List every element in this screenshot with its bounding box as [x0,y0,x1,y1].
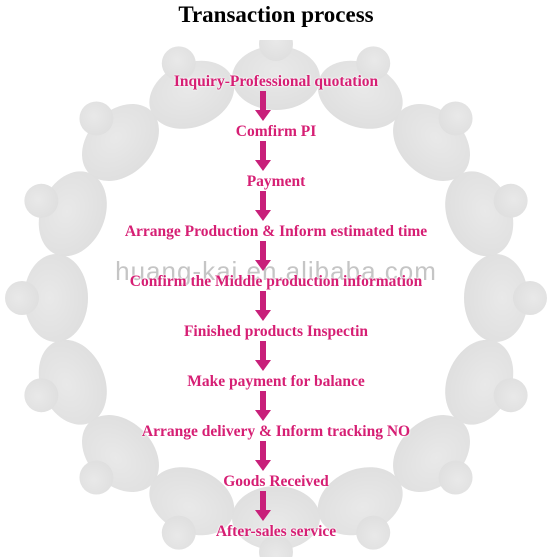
person-figure [232,40,320,110]
person-figure [445,339,528,425]
process-step: Make payment for balance [187,373,365,390]
page-title: Transaction process [178,2,374,27]
person-figure [393,415,473,495]
process-step: After-sales service [215,523,337,540]
person-figure [79,101,159,181]
down-arrow-icon [255,341,271,371]
process-step: Finished products Inspectin [183,323,369,340]
person-figure [393,101,473,181]
person-figure [317,467,403,550]
person-figure [79,415,159,495]
down-arrow-icon [255,191,271,221]
down-arrow-icon [255,391,271,421]
person-figure [149,467,235,550]
person-figure [232,486,320,557]
down-arrow-icon [255,441,271,471]
down-arrow-icon [255,491,271,521]
person-figure [149,46,235,129]
process-step: Arrange Production & Inform estimated ti… [124,223,428,240]
person-figure [464,254,547,342]
watermark: huang-kai.en.alibaba.com [115,256,437,286]
process-step: Payment [246,173,306,190]
person-figure [24,339,107,425]
down-arrow-icon [255,91,271,121]
down-arrow-icon [255,241,271,271]
person-figure [5,254,88,342]
person-figure [317,46,403,129]
person-figure [445,171,528,257]
process-step: Inquiry-Professional quotation [173,73,379,90]
process-step: Arrange delivery & Inform tracking NO [141,423,411,440]
process-step: Confirm the Middle production informatio… [129,273,423,290]
down-arrow-icon [255,141,271,171]
process-step: Comfirm PI [235,123,317,140]
down-arrow-icon [255,291,271,321]
process-step: Goods Received [223,473,329,490]
person-figure [24,171,107,257]
people-circle-background [5,40,547,557]
